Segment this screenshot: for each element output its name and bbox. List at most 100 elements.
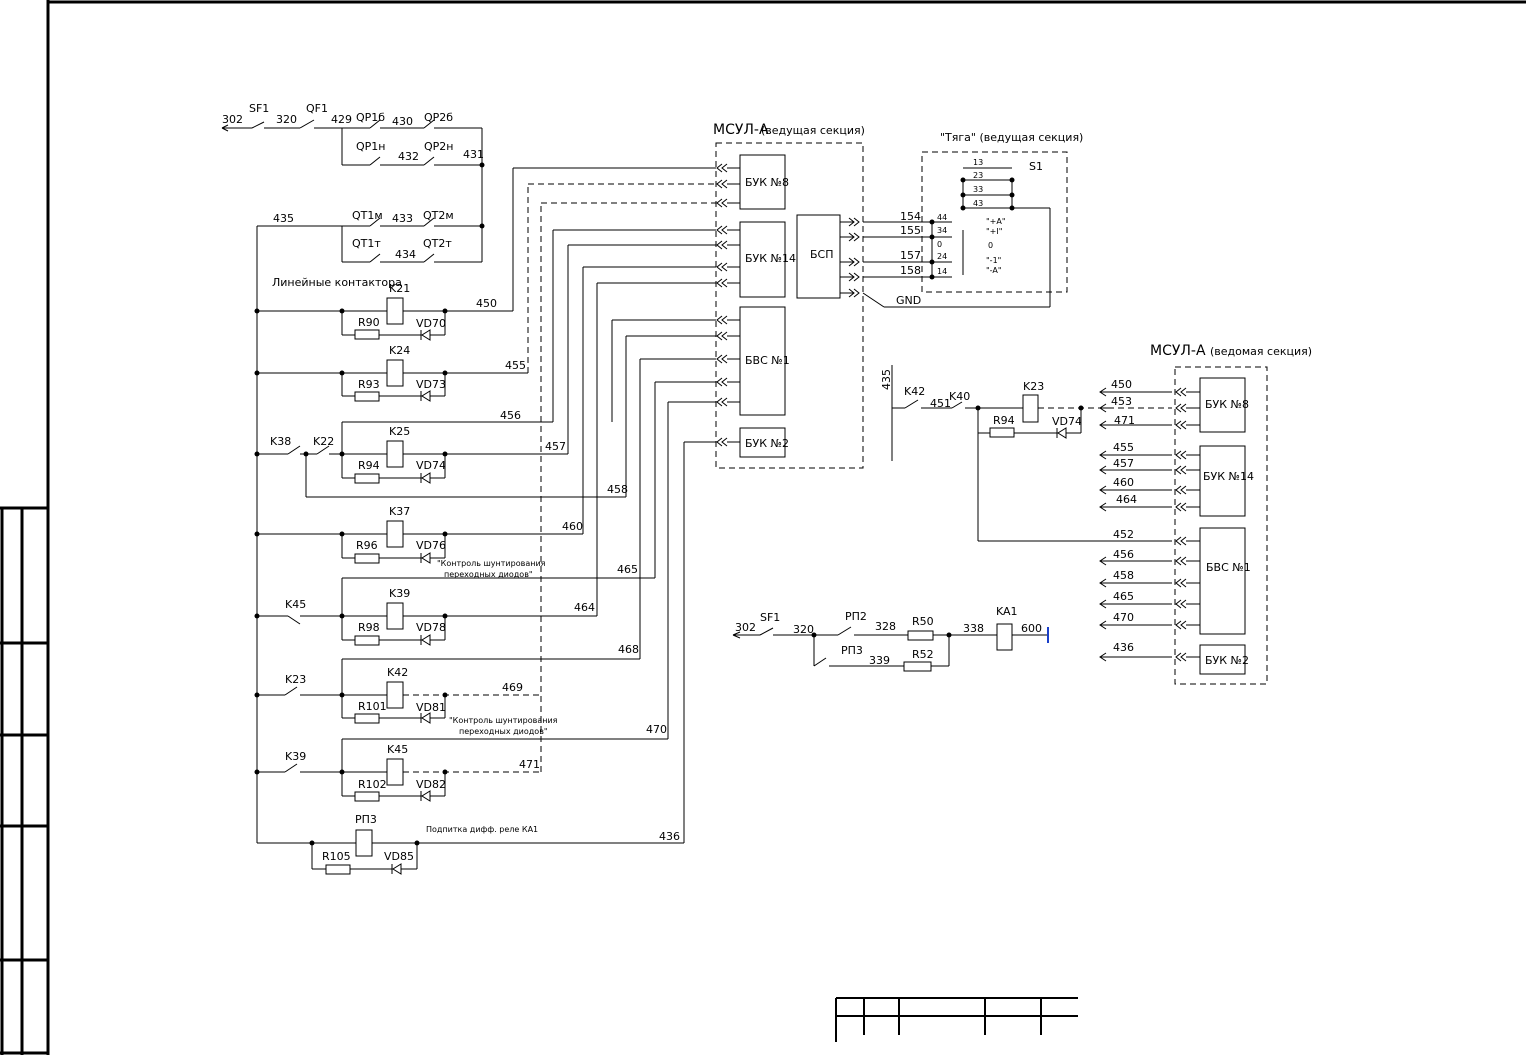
contact-number: 33: [973, 185, 983, 194]
unit-title: "Тяга" (ведущая секция): [940, 131, 1083, 144]
relay-label: K45: [387, 743, 408, 756]
unit-subtitle: (ведущая секция): [761, 124, 865, 137]
wire-label: 338: [963, 622, 984, 635]
module-label: БСП: [810, 248, 834, 261]
relay-label: K23: [1023, 380, 1044, 393]
contact-label: K45: [285, 598, 306, 611]
junction-dots: [254, 162, 485, 846]
resistor-label: R98: [358, 621, 380, 634]
contact-number: 13: [973, 158, 983, 167]
unit-title: МСУЛ-А: [713, 122, 769, 138]
contact-label: РП2: [845, 610, 867, 623]
resistor-label: R94: [358, 459, 380, 472]
wire-label: 430: [392, 115, 413, 128]
contact-label: K42: [904, 385, 925, 398]
relay-label: K25: [389, 425, 410, 438]
wire-label: 469: [502, 681, 523, 694]
contact-label: QT2м: [423, 209, 454, 222]
wire-label: 453: [1111, 395, 1132, 408]
wire-label: 155: [900, 224, 921, 237]
relay-label: K24: [389, 344, 410, 357]
resistor-label: R94: [993, 414, 1015, 427]
wire-label: 470: [646, 723, 667, 736]
relay-rows: [257, 297, 684, 875]
wire-label: 457: [545, 440, 566, 453]
wire-label: 464: [574, 601, 595, 614]
resistor-label: R101: [358, 700, 387, 713]
diode-icon: [391, 329, 431, 875]
wire-label: 320: [276, 113, 297, 126]
wire-label: 154: [900, 210, 921, 223]
wire-label: 455: [505, 359, 526, 372]
contact-label: K40: [949, 390, 970, 403]
ka1-circuit: [732, 623, 1049, 672]
module-label: БУК №14: [745, 252, 796, 265]
slave-wires: [1099, 387, 1172, 662]
contact-number: 0: [937, 240, 942, 249]
contact-label: K22: [313, 435, 334, 448]
resistor-label: R50: [912, 615, 934, 628]
resistor-label: R90: [358, 316, 380, 329]
wire-label: 458: [1113, 569, 1134, 582]
relay-label: K37: [389, 505, 410, 518]
diode-label: VD78: [416, 621, 446, 634]
relay-label: KA1: [996, 605, 1018, 618]
wire-label: 471: [519, 758, 540, 771]
relay-label: K39: [389, 587, 410, 600]
relay-label: K21: [389, 282, 410, 295]
wire-label: 450: [1111, 378, 1132, 391]
wire-label: 470: [1113, 611, 1134, 624]
contact-number: 43: [973, 199, 983, 208]
diode-label: VD82: [416, 778, 446, 791]
wire-label: 460: [1113, 476, 1134, 489]
wire-label: 158: [900, 264, 921, 277]
contact-number: 14: [937, 267, 947, 276]
diode-label: VD74: [1052, 415, 1082, 428]
relay-label: РП3: [355, 813, 377, 826]
wire-label: 433: [392, 212, 413, 225]
position-label: "-A": [986, 266, 1002, 275]
position-label: "+I": [986, 227, 1002, 236]
module-label: БВС №1: [1206, 561, 1251, 574]
wire-label: 436: [659, 830, 680, 843]
resistor-label: R96: [356, 539, 378, 552]
wire-label: 456: [500, 409, 521, 422]
relay-label: K42: [387, 666, 408, 679]
section-caption: Линейные контактора: [272, 276, 402, 289]
wire-label: GND: [896, 294, 921, 307]
breaker-label: SF1: [249, 102, 269, 115]
diode-label: VD81: [416, 701, 446, 714]
module-label: БУК №8: [745, 176, 789, 189]
diode-label: VD76: [416, 539, 446, 552]
resistor-label: R105: [322, 850, 351, 863]
diode-label: VD70: [416, 317, 446, 330]
wire-label: 302: [735, 621, 756, 634]
unit-subtitle: (ведомая секция): [1210, 345, 1312, 358]
msul-lead-unit: [715, 142, 864, 469]
module-label: БУК №14: [1203, 470, 1254, 483]
annotation-text: переходных диодов": [459, 727, 548, 736]
wire-label: 451: [930, 397, 951, 410]
wire-label: 468: [618, 643, 639, 656]
contact-label: QP1н: [356, 140, 385, 153]
diode-label: VD85: [384, 850, 414, 863]
contact-label: K38: [270, 435, 291, 448]
wire-label: 328: [875, 620, 896, 633]
feed-circuit: [221, 119, 483, 843]
resistor-label: R102: [358, 778, 387, 791]
module-label: БУК №8: [1205, 398, 1249, 411]
contact-label: QP1б: [356, 111, 385, 124]
wire-label: 457: [1113, 457, 1134, 470]
position-label: 0: [988, 241, 993, 250]
wire-label: 460: [562, 520, 583, 533]
wire-label: 452: [1113, 528, 1134, 541]
wire-label: 436: [1113, 641, 1134, 654]
position-label: "-1": [986, 256, 1001, 265]
wire-label: 456: [1113, 548, 1134, 561]
contact-label: QT1м: [352, 209, 383, 222]
annotation-text: "Контроль шунтирования: [449, 716, 558, 725]
wire-label: 339: [869, 654, 890, 667]
